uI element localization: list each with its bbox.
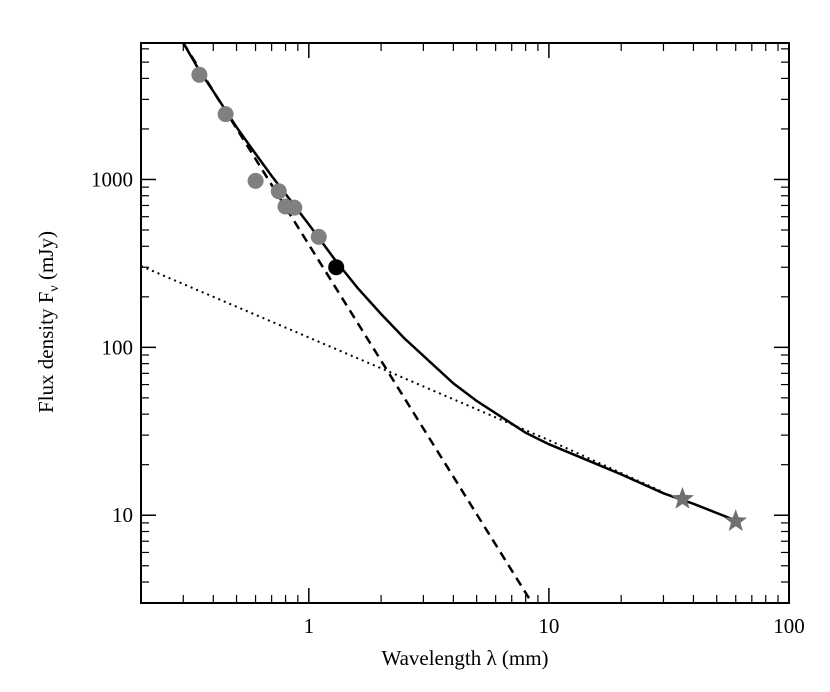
y-tick-label: 10 <box>112 503 133 527</box>
data-point-black <box>328 259 345 276</box>
model-curve-dust <box>182 42 534 604</box>
y-axis-label-unit: (mJy) <box>34 231 58 285</box>
data-point <box>270 183 287 200</box>
model-curve-total <box>182 42 737 522</box>
y-tick-label: 100 <box>102 335 134 359</box>
data-point <box>286 199 303 216</box>
y-axis-label: Flux density Fν (mJy) <box>34 231 62 413</box>
y-tick-label: 1000 <box>91 167 133 191</box>
series-layer <box>140 42 737 604</box>
y-axis-label-subscript: ν <box>47 285 62 291</box>
data-point-star <box>724 509 748 531</box>
data-point <box>247 172 264 189</box>
x-tick-label: 100 <box>773 614 805 638</box>
y-axis-label-main: Flux density F <box>34 292 58 413</box>
x-tick-label: 10 <box>538 614 559 638</box>
plot-area <box>140 42 790 604</box>
data-point-star <box>671 487 694 509</box>
x-axis-label: Wavelength λ (mm) <box>381 646 548 670</box>
data-point <box>217 106 234 123</box>
x-tick-label: 1 <box>304 614 315 638</box>
data-point <box>191 66 208 83</box>
x-axis-ticks: 1 10 100 <box>304 43 805 638</box>
y-axis-ticks: 10 100 1000 <box>91 167 789 527</box>
plot-frame <box>140 42 790 604</box>
minor-ticks <box>141 43 789 603</box>
data-point <box>310 228 327 245</box>
marker-layer <box>191 66 748 531</box>
